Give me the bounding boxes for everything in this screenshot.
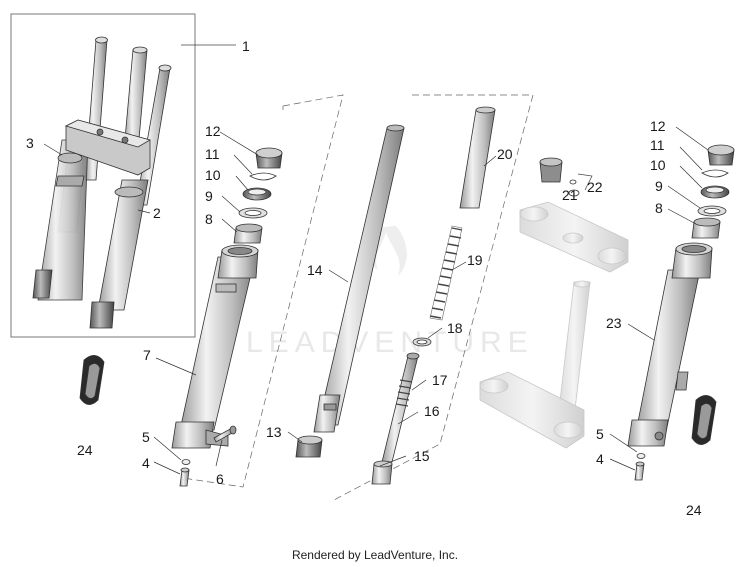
- cartridge-parts-illustration: [371, 106, 496, 485]
- callout-10-right: 10: [650, 157, 666, 173]
- callout-22: 22: [587, 179, 603, 195]
- inner-tube-illustration: [295, 124, 405, 458]
- callout-24-left: 24: [77, 442, 93, 458]
- callout-23: 23: [606, 315, 622, 331]
- watermark-text: LEADVENTURE: [246, 326, 534, 359]
- callout-20: 20: [497, 146, 513, 162]
- callout-1: 1: [242, 38, 250, 54]
- callout-16: 16: [424, 403, 440, 419]
- callout-12-left: 12: [205, 123, 221, 139]
- callout-11-left: 11: [205, 146, 220, 162]
- right-outer-tube-illustration: [627, 242, 713, 447]
- callout-4-left: 4: [142, 455, 150, 471]
- callout-4-right: 4: [596, 451, 604, 467]
- guide-box-14: [182, 94, 344, 488]
- callout-12-right: 12: [650, 118, 666, 134]
- hardware-illustration: [79, 355, 717, 487]
- callout-5-left: 5: [142, 429, 150, 445]
- callout-24-right: 24: [686, 502, 702, 518]
- fork-assembly-illustration: [32, 36, 172, 329]
- callout-13: 13: [266, 424, 282, 440]
- callout-8-left: 8: [205, 211, 213, 227]
- left-seals-stack: [233, 147, 283, 244]
- callout-3: 3: [26, 135, 34, 151]
- assembly-frame: [10, 13, 196, 338]
- left-outer-tube-illustration: [171, 244, 259, 449]
- callout-21: 21: [562, 187, 578, 203]
- callout-10-left: 10: [205, 167, 221, 183]
- callout-14: 14: [307, 262, 323, 278]
- callout-15: 15: [414, 448, 430, 464]
- right-seals-stack: [691, 144, 735, 239]
- callout-6: 6: [216, 471, 224, 487]
- callout-18: 18: [447, 320, 463, 336]
- callout-9-right: 9: [655, 178, 663, 194]
- callout-19: 19: [467, 252, 483, 268]
- footer-credit: Rendered by LeadVenture, Inc.: [291, 548, 459, 562]
- callout-8-right: 8: [655, 200, 663, 216]
- callout-17: 17: [432, 372, 448, 388]
- ghost-triple-clamp-illustration: [479, 157, 629, 449]
- callout-11-right: 11: [650, 137, 665, 153]
- watermark: LEADVENTURE: [246, 226, 534, 359]
- callout-9-left: 9: [205, 188, 213, 204]
- leader-lines: [43, 126, 709, 475]
- callout-labels: 1 2 3 4 5 6 7 8 9 10 11 12 13 14 15 16 1…: [26, 38, 702, 518]
- callout-5-right: 5: [596, 426, 604, 442]
- callout-7: 7: [143, 347, 151, 363]
- callout-2: 2: [153, 205, 161, 221]
